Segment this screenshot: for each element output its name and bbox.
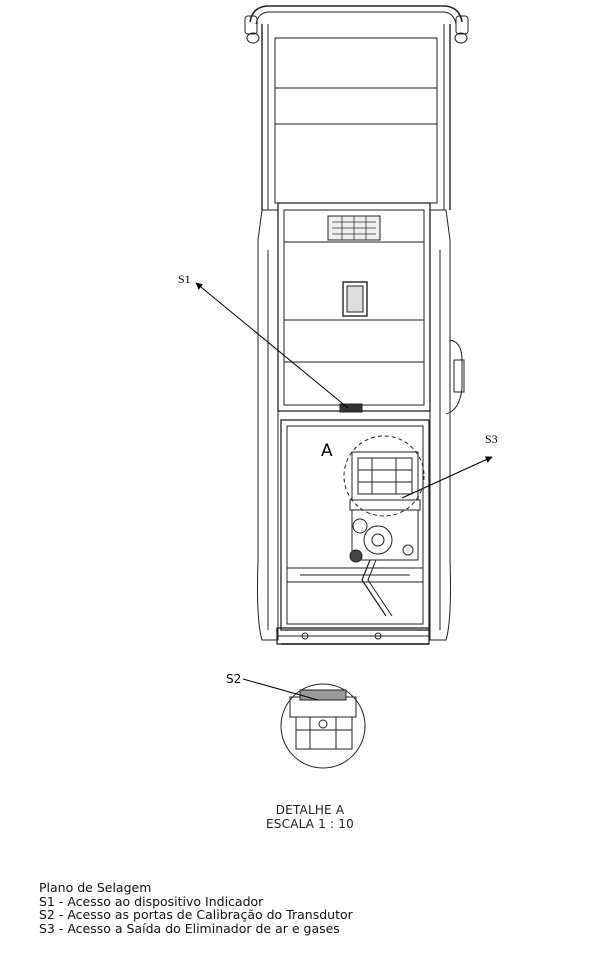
s2-leader-line	[242, 678, 319, 701]
callout-s2: S2	[226, 672, 241, 686]
dispenser-outline	[244, 5, 469, 645]
detail-marker-a: A	[321, 441, 333, 461]
detail-caption: DETALHE A ESCALA 1 : 10	[230, 803, 390, 831]
legend-item-s1: S1 - Acesso ao dispositivo Indicador	[39, 893, 264, 909]
detail-a-drawing	[280, 683, 366, 769]
legend-item-s2: S2 - Acesso as portas de Calibração do T…	[39, 907, 353, 922]
detail-title: DETALHE A	[275, 803, 345, 817]
s1-leader-arrow	[195, 282, 349, 409]
detail-scale: ESCALA 1 : 10	[266, 817, 354, 831]
sealing-plan-legend: Plano de Selagem S1 - Acesso ao disposit…	[39, 881, 353, 935]
callout-s3: S3	[485, 432, 498, 446]
legend-title: Plano de Selagem	[39, 880, 152, 895]
s3-leader-arrow	[401, 456, 493, 499]
legend-item-s3: S3 - Acesso a Saída do Eliminador de ar …	[39, 920, 340, 936]
callout-s1: S1	[178, 272, 191, 286]
